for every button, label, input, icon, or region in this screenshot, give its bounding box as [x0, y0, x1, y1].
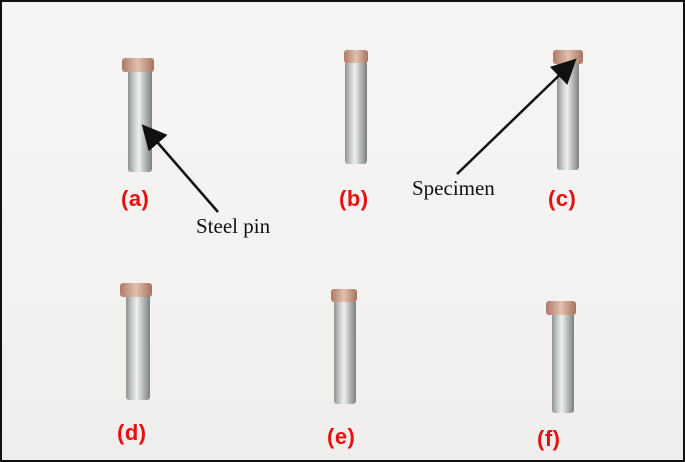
specimen-annotation: Specimen	[412, 176, 495, 200]
pin-b	[344, 50, 368, 164]
pin-f	[546, 301, 576, 413]
label-b: (b)	[339, 186, 369, 211]
pin-d	[120, 283, 152, 400]
label-e: (e)	[327, 424, 356, 449]
specimen-arrow	[456, 58, 577, 175]
steel-pin-annotation: Steel pin	[196, 214, 271, 238]
steel-pin-arrow	[141, 124, 219, 213]
specimen-e	[331, 289, 357, 302]
pin-a	[122, 58, 154, 172]
specimen-d	[120, 283, 152, 297]
label-c: (c)	[548, 186, 577, 211]
label-f: (f)	[537, 426, 561, 451]
label-d: (d)	[117, 420, 147, 445]
label-a: (a)	[121, 186, 150, 211]
pin-e	[331, 289, 357, 404]
specimen-c	[553, 50, 583, 64]
specimen-f	[546, 301, 576, 315]
specimen-b	[344, 50, 368, 63]
specimen-a	[122, 58, 154, 72]
